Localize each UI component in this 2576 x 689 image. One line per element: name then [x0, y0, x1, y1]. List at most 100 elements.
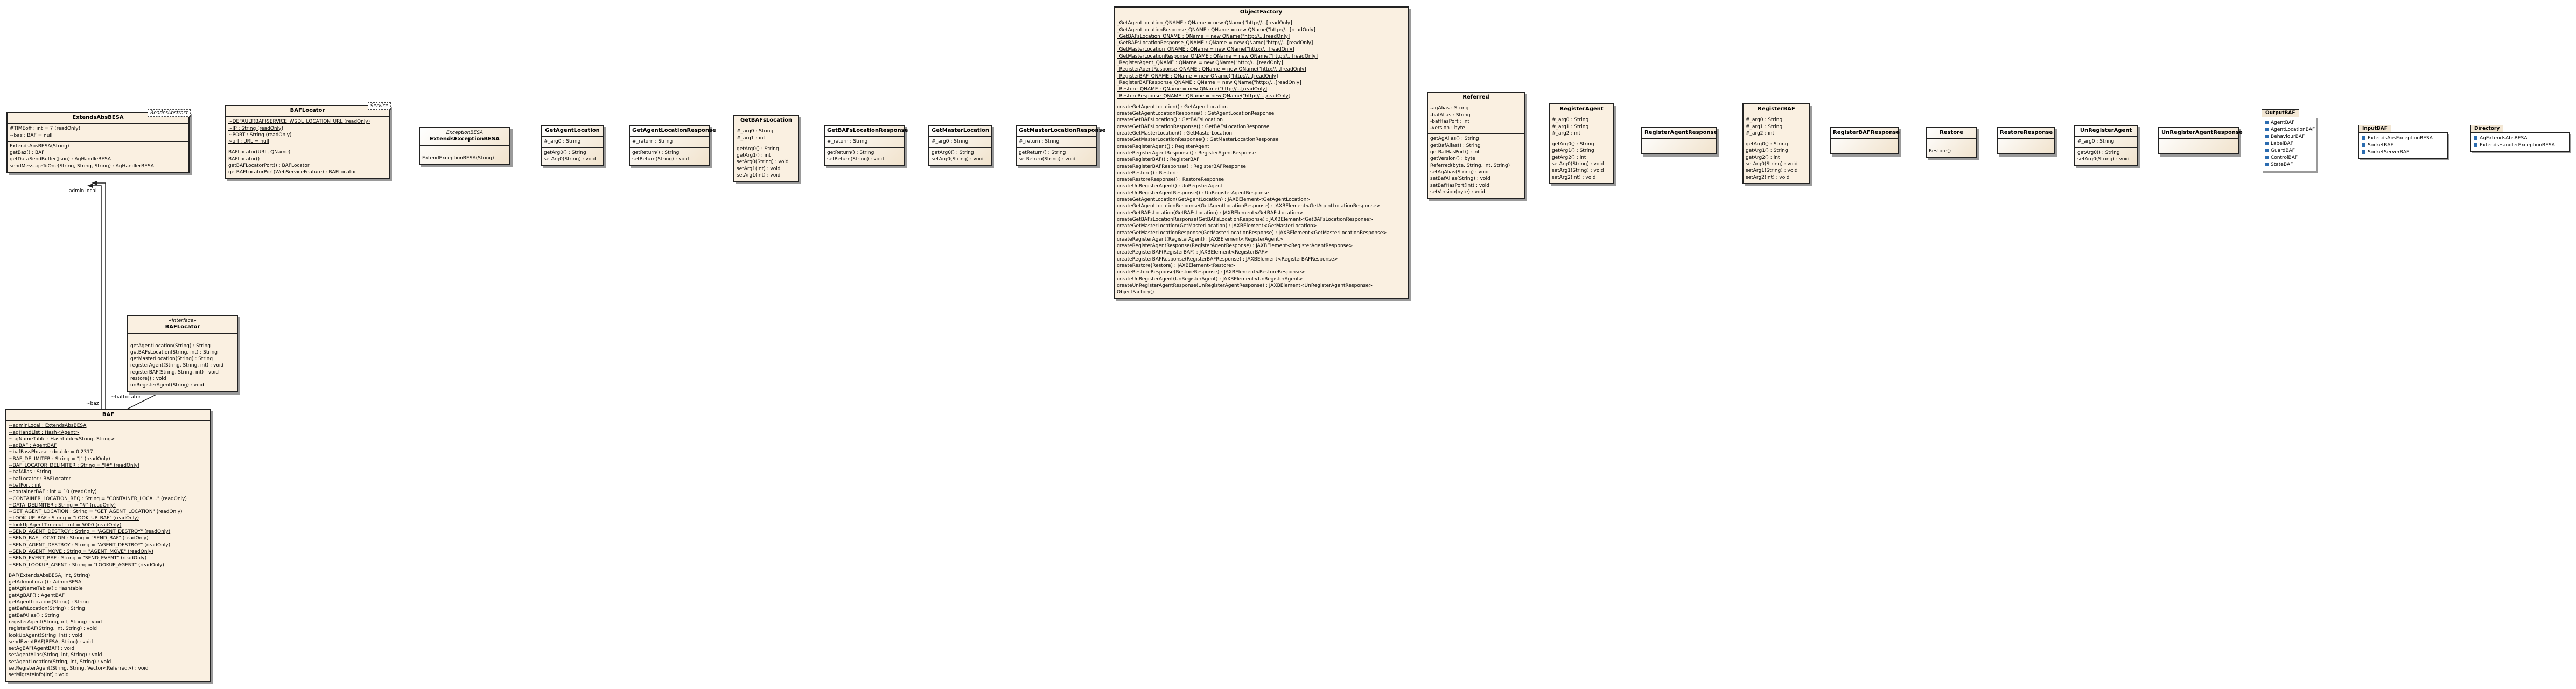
class-attributes-section	[1831, 139, 1898, 147]
package-item[interactable]: AgentLocationBAF	[2265, 126, 2315, 133]
class-attribute: ~url : URL = null	[228, 139, 269, 145]
class-attribute: _Restore_QNAME : QName = new QName("http…	[1117, 87, 1268, 93]
class-attribute: -version : byte	[1430, 125, 1465, 131]
package-item[interactable]: SocketBAF	[2362, 142, 2445, 149]
class-attributes-section: #_return : String	[630, 137, 709, 148]
class-baf[interactable]: BAF~adminLocal : ExtendsAbsBESA~agHandLi…	[5, 409, 211, 682]
package-item[interactable]: SocketServerBAF	[2362, 149, 2445, 156]
class-attributes-section	[1927, 139, 1976, 147]
class-restoreresponse[interactable]: RestoreResponse	[1997, 127, 2055, 155]
class-registerbafresponse[interactable]: RegisterBAFResponse	[1830, 127, 1900, 155]
class-methods-section: BAF(ExtendsAbsBESA, int, String)getAdmin…	[6, 571, 210, 681]
class-icon	[2265, 142, 2269, 145]
class-method: createGetMasterLocation(GetMasterLocatio…	[1117, 223, 1318, 229]
class-registerbaf[interactable]: RegisterBAF #_arg0 : String#_arg1 : Strin…	[1742, 103, 1810, 184]
package-item-label: AgentLocationBAF	[2271, 127, 2315, 132]
class-attributes-section: #_arg0 : String#_arg1 : String#_arg2 : i…	[1744, 115, 1809, 140]
class-method: registerBAF(String, int, String) : void	[9, 626, 97, 632]
package-item-label: StateBAF	[2271, 162, 2293, 167]
package-item[interactable]: ExtendsHandlerExceptionBESA	[2474, 142, 2566, 149]
class-attribute: #_arg0 : String	[2077, 139, 2115, 145]
class-method: sendEventBAF(BESA, String) : void	[9, 639, 93, 645]
class-method: getBAFsLocation(String, int) : String	[130, 349, 218, 355]
link-label-baz: ~baz	[86, 401, 99, 406]
class-attribute: ~adminLocal : ExtendsAbsBESA	[9, 423, 87, 429]
class-header: RegisterAgentResponse	[1642, 128, 1717, 139]
class-method: setArg0(String) : void	[1746, 161, 1798, 167]
class-header: Restore	[1927, 128, 1976, 139]
package-item[interactable]: AgExtendsAbsBESA	[2474, 135, 2566, 142]
class-attributes-section	[420, 146, 509, 153]
class-method: setArg0(String) : void	[544, 156, 596, 162]
package-item[interactable]: ExtendsAbsExceptionBESA	[2362, 135, 2445, 142]
class-getmasterlocationresponse[interactable]: GetMasterLocationResponse#_return : Stri…	[1016, 125, 1105, 166]
class-attribute: _GetBAFsLocation_QNAME : QName = new QNa…	[1117, 33, 1290, 39]
class-method: getArg0() : String	[1552, 142, 1594, 147]
package-item-label: GuardBAF	[2271, 148, 2295, 153]
class-icon	[2362, 143, 2365, 147]
class-attribute: #_arg1 : String	[1552, 124, 1589, 130]
class-method: createGetAgentLocation() : GetAgentLocat…	[1117, 104, 1228, 110]
class-method: getVersion() : byte	[1430, 156, 1475, 162]
class-method: getArg0() : String	[1746, 142, 1788, 147]
class-unregisteragentresponse[interactable]: UnRegisterAgentResponse	[2158, 127, 2243, 155]
class-methods-section	[1998, 146, 2054, 153]
class-registeragent[interactable]: RegisterAgent#_arg0 : String#_arg1 : Str…	[1549, 103, 1614, 184]
class-registeragentresponse[interactable]: RegisterAgentResponse	[1641, 127, 1717, 155]
class-methods-section: createGetAgentLocation() : GetAgentLocat…	[1115, 102, 1408, 298]
package-item[interactable]: StateBAF	[2265, 161, 2313, 168]
class-method: createRegisterAgentResponse(RegisterAgen…	[1117, 243, 1353, 249]
class-method: setArg1(String) : void	[1552, 168, 1604, 174]
class-referred[interactable]: Referred-agAlias : String-bafAlias : Str…	[1427, 92, 1525, 199]
class-method: createUnRegisterAgent(UnRegisterAgent) :…	[1117, 276, 1303, 282]
class-method: getBaz() : BAF	[10, 150, 45, 156]
class-icon	[2362, 150, 2365, 154]
class-method: getAgBAF() : AgentBAF	[9, 593, 65, 599]
class-name: GetMasterLocation	[932, 128, 990, 133]
package-item[interactable]: BehaviourBAF	[2265, 133, 2313, 140]
package-item[interactable]: GuardBAF	[2265, 147, 2313, 154]
class-method: setRegisterAgent(String, String, Vector<…	[9, 665, 149, 671]
class-attributes-section	[128, 334, 237, 341]
class-method: getBafsLocation(String) : String	[9, 606, 85, 612]
package-item[interactable]: LabelBAF	[2265, 140, 2313, 147]
class-method: createRestore() : Restore	[1117, 170, 1178, 176]
class-method: createRegisterAgentResponse() : Register…	[1117, 150, 1256, 156]
class-methods-section	[1831, 146, 1898, 153]
class-attribute: _GetAgentLocation_QNAME : QName = new QN…	[1117, 20, 1292, 26]
class-method: getDataSendBuffer(Json) : AgHandleBESA	[10, 157, 111, 163]
class-method: getArg0() : String	[737, 146, 779, 152]
class-header: GetBAFsLocationResponse	[825, 126, 908, 137]
class-getbafslocationresponse[interactable]: GetBAFsLocationResponse#_return : String…	[824, 125, 908, 166]
class-methods-section	[1642, 146, 1716, 153]
class-method: getArg1() : String	[1552, 148, 1594, 154]
class-getbafslocation[interactable]: GetBAFsLocation#_arg0 : String#_arg1 : i…	[733, 115, 799, 182]
class-objectfactory[interactable]: ObjectFactory_GetAgentLocation_QNAME : Q…	[1114, 6, 1409, 299]
class-attribute: ~SEND_AGENT_DESTROY : String = "AGENT_DE…	[9, 542, 171, 548]
class-attribute: ~DEFAULT(BAF)SERVICE_WSDL_LOCATION_URL (…	[228, 119, 370, 125]
class-method: createGetBAFsLocationResponse(GetBAFsLoc…	[1117, 216, 1374, 222]
package-item[interactable]: AgentBAF	[2265, 119, 2313, 126]
class-methods-section: BAFLocator(URL, QName)BAFLocator()getBAF…	[226, 147, 389, 178]
class-header: GetMasterLocation	[929, 126, 991, 137]
class-getagentlocationresponse[interactable]: GetAgentLocationResponse#_return : Strin…	[629, 125, 716, 166]
package-item[interactable]: ControlBAF	[2265, 154, 2313, 161]
class-name: RegisterBAF	[1758, 106, 1795, 112]
class-name: ExtendsAbsBESA	[72, 115, 124, 121]
